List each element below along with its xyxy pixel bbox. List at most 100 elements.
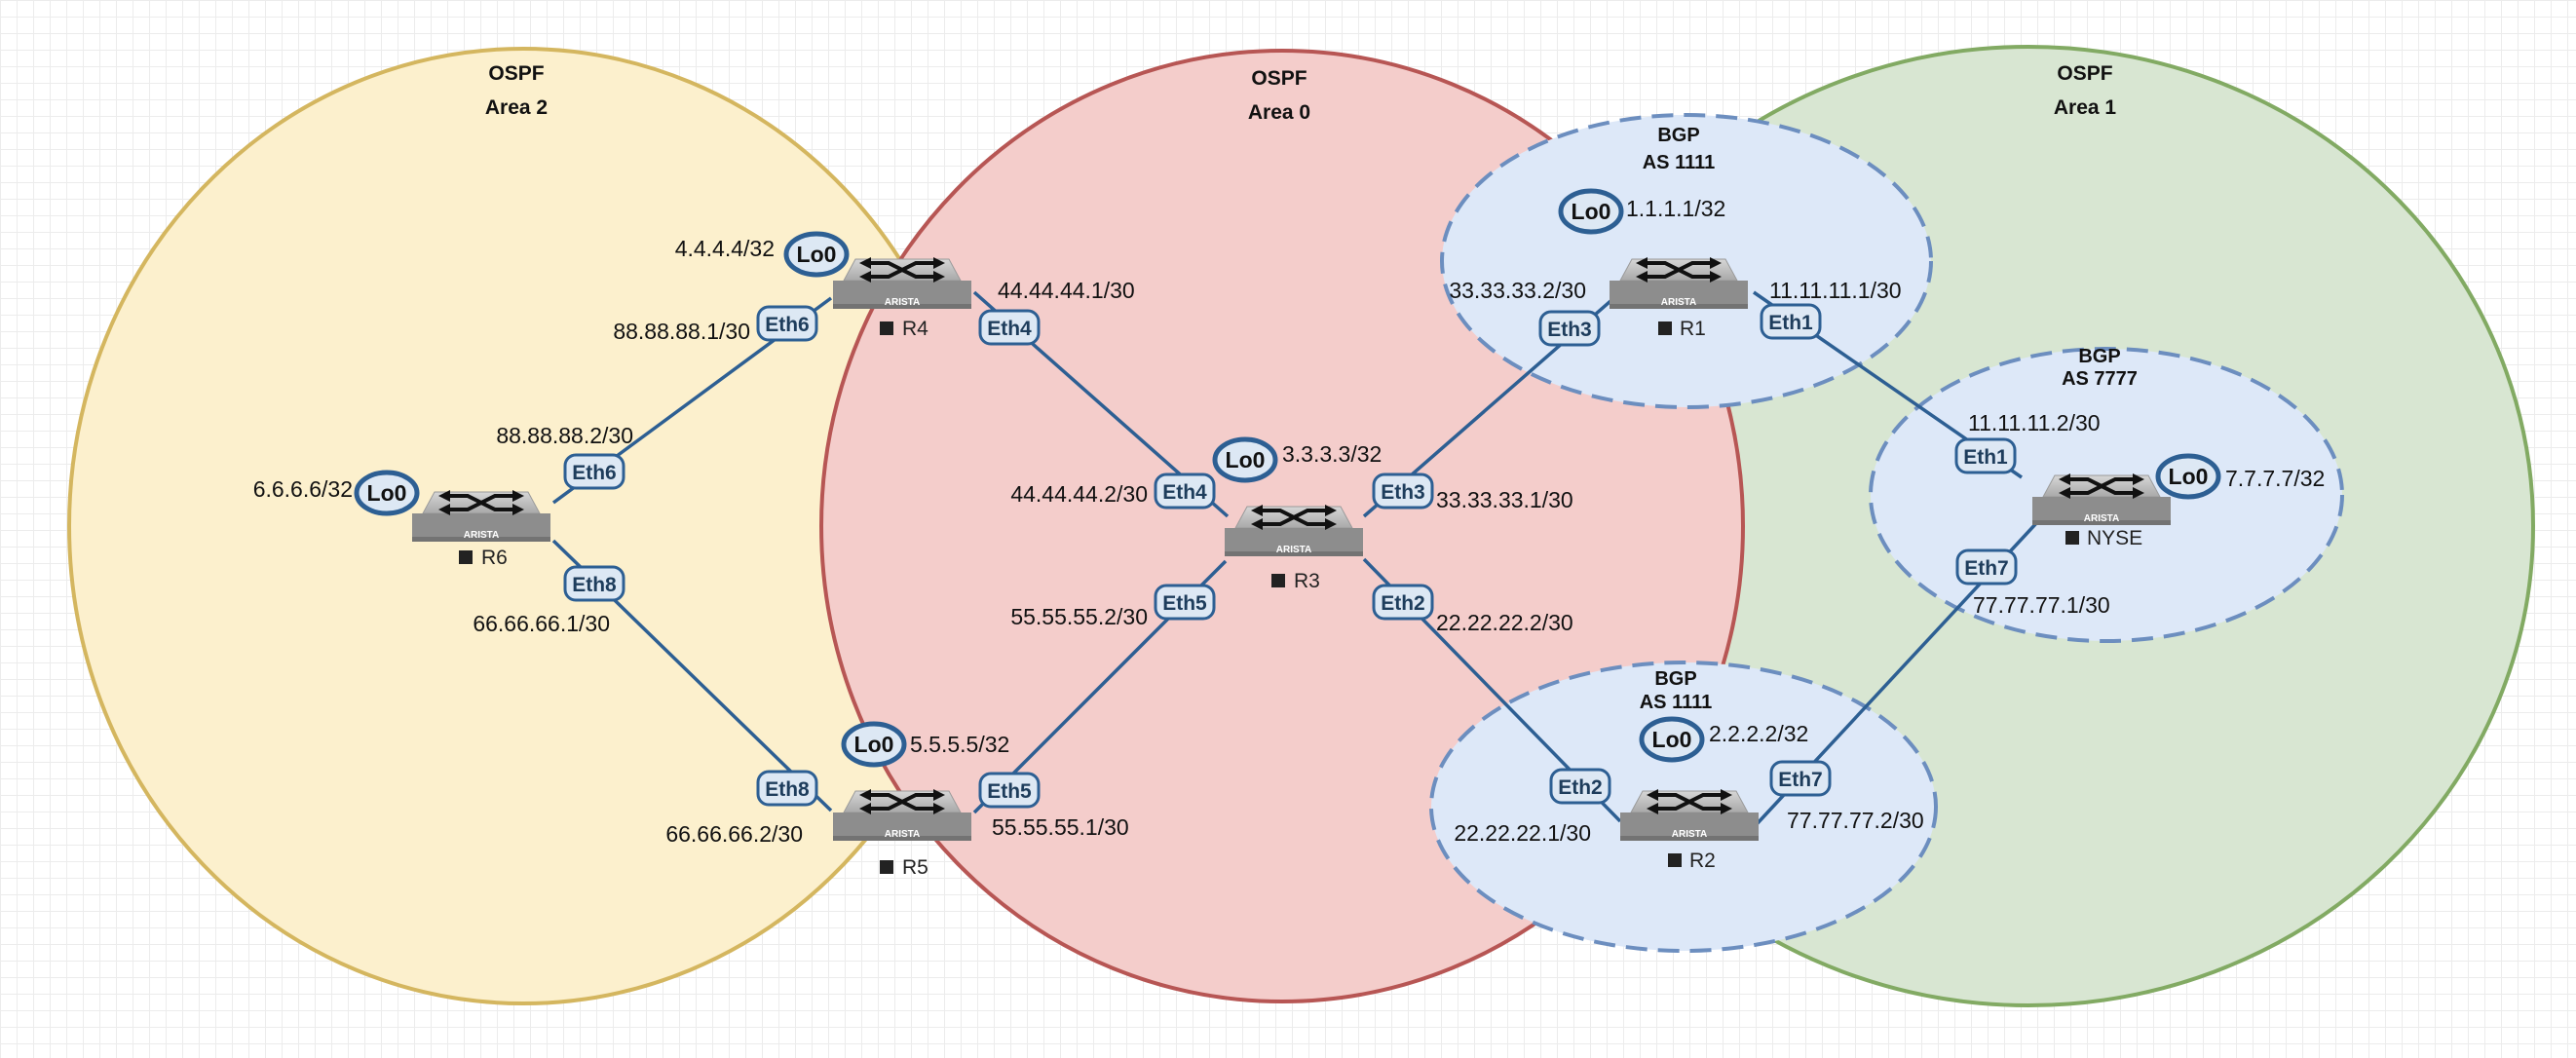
loopback-r1-label: Lo0 xyxy=(1572,199,1611,224)
port-r3-eth2[interactable]: Eth2 xyxy=(1372,584,1434,621)
loopback-r2[interactable]: Lo0 xyxy=(1639,716,1705,763)
loopback-nyse[interactable]: Lo0 xyxy=(2155,453,2221,500)
port-r1-eth1-label: Eth1 xyxy=(1768,312,1813,334)
loopback-r4[interactable]: Lo0 xyxy=(783,231,850,278)
bgp-nyse-title-line2: AS 7777 xyxy=(2062,368,2138,390)
loopback-r6-label: Lo0 xyxy=(367,480,407,506)
loopback-r5-label: Lo0 xyxy=(854,732,894,757)
port-r2-eth7-label: Eth7 xyxy=(1778,769,1823,791)
router-r6-brand: ARISTA xyxy=(464,530,499,541)
port-r3-eth5-label: Eth5 xyxy=(1162,592,1207,615)
loopback-r5[interactable]: Lo0 xyxy=(841,721,907,768)
bgp-nyse-title-line1: BGP xyxy=(2078,346,2120,367)
port-r4-eth4-label: Eth4 xyxy=(987,318,1032,340)
r5-eth8-address: 66.66.66.2/30 xyxy=(665,821,803,847)
area2-title-line2: Area 2 xyxy=(485,96,548,119)
port-nyse-eth7[interactable]: Eth7 xyxy=(1955,548,2018,586)
port-r4-eth4[interactable]: Eth4 xyxy=(978,309,1041,346)
router-r3-name: R3 xyxy=(1294,570,1320,592)
nyse-eth1-address: 11.11.11.2/30 xyxy=(1968,410,2101,435)
port-r2-eth2-label: Eth2 xyxy=(1558,776,1603,799)
router-r1[interactable]: ARISTA R1 xyxy=(1608,255,1750,340)
port-r4-eth6[interactable]: Eth6 xyxy=(756,305,818,342)
port-r5-eth5[interactable]: Eth5 xyxy=(978,772,1041,809)
port-r1-eth3-label: Eth3 xyxy=(1547,319,1592,341)
loopback-nyse-label: Lo0 xyxy=(2169,464,2209,489)
r3-eth3-address: 33.33.33.1/30 xyxy=(1436,487,1573,512)
port-r2-eth7[interactable]: Eth7 xyxy=(1769,760,1832,797)
nyse-eth7-address: 77.77.77.1/30 xyxy=(1973,592,2110,618)
router-nyse[interactable]: ARISTA NYSE xyxy=(2030,472,2173,549)
router-r4-status-icon xyxy=(880,321,893,335)
port-r3-eth4[interactable]: Eth4 xyxy=(1154,472,1216,510)
router-r5-name: R5 xyxy=(902,856,928,879)
port-r3-eth2-label: Eth2 xyxy=(1381,592,1425,615)
port-r6-eth6-label: Eth6 xyxy=(572,462,617,484)
port-r3-eth5[interactable]: Eth5 xyxy=(1154,584,1216,621)
loopback-r3-label: Lo0 xyxy=(1226,447,1266,472)
port-nyse-eth7-label: Eth7 xyxy=(1964,557,2009,580)
port-r5-eth5-label: Eth5 xyxy=(987,780,1032,803)
r2-eth2-address: 22.22.22.1/30 xyxy=(1454,820,1591,846)
port-r4-eth6-label: Eth6 xyxy=(765,314,810,336)
r4-eth6-address: 88.88.88.1/30 xyxy=(613,319,750,344)
router-nyse-brand: ARISTA xyxy=(2084,513,2119,524)
area1-title-line2: Area 1 xyxy=(2054,96,2117,119)
r4-eth4-address: 44.44.44.1/30 xyxy=(998,278,1135,303)
port-r5-eth8[interactable]: Eth8 xyxy=(756,770,818,807)
router-r3[interactable]: ARISTA R3 xyxy=(1223,503,1365,592)
r3-eth5-address: 55.55.55.2/30 xyxy=(1010,604,1148,629)
area0-title-line2: Area 0 xyxy=(1248,101,1310,124)
bgp-r2-title-line2: AS 1111 xyxy=(1640,692,1713,713)
port-nyse-eth1[interactable]: Eth1 xyxy=(1954,437,2017,474)
r1-eth1-address: 11.11.11.1/30 xyxy=(1769,278,1902,303)
port-r3-eth3[interactable]: Eth3 xyxy=(1372,472,1434,510)
router-r1-brand: ARISTA xyxy=(1661,297,1696,308)
loopback-r6[interactable]: Lo0 xyxy=(354,470,420,516)
router-r4-name: R4 xyxy=(902,318,928,340)
bgp-r1-title-line1: BGP xyxy=(1657,125,1699,146)
r1-eth3-address: 33.33.33.2/30 xyxy=(1449,278,1586,303)
r3-loopback-address: 3.3.3.3/32 xyxy=(1282,441,1382,467)
port-r6-eth8-label: Eth8 xyxy=(572,574,617,596)
bgp-r1-title-line2: AS 1111 xyxy=(1643,152,1716,173)
port-r5-eth8-label: Eth8 xyxy=(765,778,810,801)
r5-eth5-address: 55.55.55.1/30 xyxy=(992,814,1129,840)
port-r6-eth8[interactable]: Eth8 xyxy=(563,565,625,602)
router-r3-brand: ARISTA xyxy=(1276,545,1311,555)
r3-eth4-address: 44.44.44.2/30 xyxy=(1010,481,1148,507)
router-r3-status-icon xyxy=(1271,574,1285,587)
router-r4-brand: ARISTA xyxy=(885,297,920,308)
router-r6[interactable]: ARISTA R6 xyxy=(410,488,552,569)
port-r6-eth6[interactable]: Eth6 xyxy=(563,453,625,490)
loopback-r4-label: Lo0 xyxy=(797,242,837,267)
router-r5[interactable]: ARISTA R5 xyxy=(831,787,973,879)
router-r4[interactable]: ARISTA R4 xyxy=(831,255,973,340)
area2-title-line1: OSPF xyxy=(488,62,544,85)
port-r1-eth1[interactable]: Eth1 xyxy=(1760,303,1822,340)
port-r1-eth3[interactable]: Eth3 xyxy=(1538,310,1601,347)
nyse-loopback-address: 7.7.7.7/32 xyxy=(2225,466,2325,491)
r6-eth6-address: 88.88.88.2/30 xyxy=(496,423,633,448)
r2-eth7-address: 77.77.77.2/30 xyxy=(1787,808,1924,833)
router-r2-status-icon xyxy=(1668,853,1682,867)
router-r2-name: R2 xyxy=(1689,850,1716,872)
router-r2[interactable]: ARISTA R2 xyxy=(1618,787,1761,872)
bgp-r2-title-line1: BGP xyxy=(1654,668,1696,690)
port-r3-eth4-label: Eth4 xyxy=(1162,481,1207,504)
port-nyse-eth1-label: Eth1 xyxy=(1963,446,2008,469)
r3-eth2-address: 22.22.22.2/30 xyxy=(1436,610,1573,635)
port-r2-eth2[interactable]: Eth2 xyxy=(1549,768,1611,805)
r6-eth8-address: 66.66.66.1/30 xyxy=(473,611,610,636)
r4-loopback-address: 4.4.4.4/32 xyxy=(675,236,775,261)
area1-title-line1: OSPF xyxy=(2057,62,2112,85)
loopback-r3[interactable]: Lo0 xyxy=(1212,436,1278,483)
loopback-r2-label: Lo0 xyxy=(1652,727,1692,752)
r2-loopback-address: 2.2.2.2/32 xyxy=(1709,721,1808,746)
router-r1-status-icon xyxy=(1658,321,1672,335)
loopback-r1[interactable]: Lo0 xyxy=(1558,188,1624,235)
router-nyse-name: NYSE xyxy=(2087,527,2142,549)
router-r2-brand: ARISTA xyxy=(1672,829,1707,840)
r5-loopback-address: 5.5.5.5/32 xyxy=(910,732,1009,757)
